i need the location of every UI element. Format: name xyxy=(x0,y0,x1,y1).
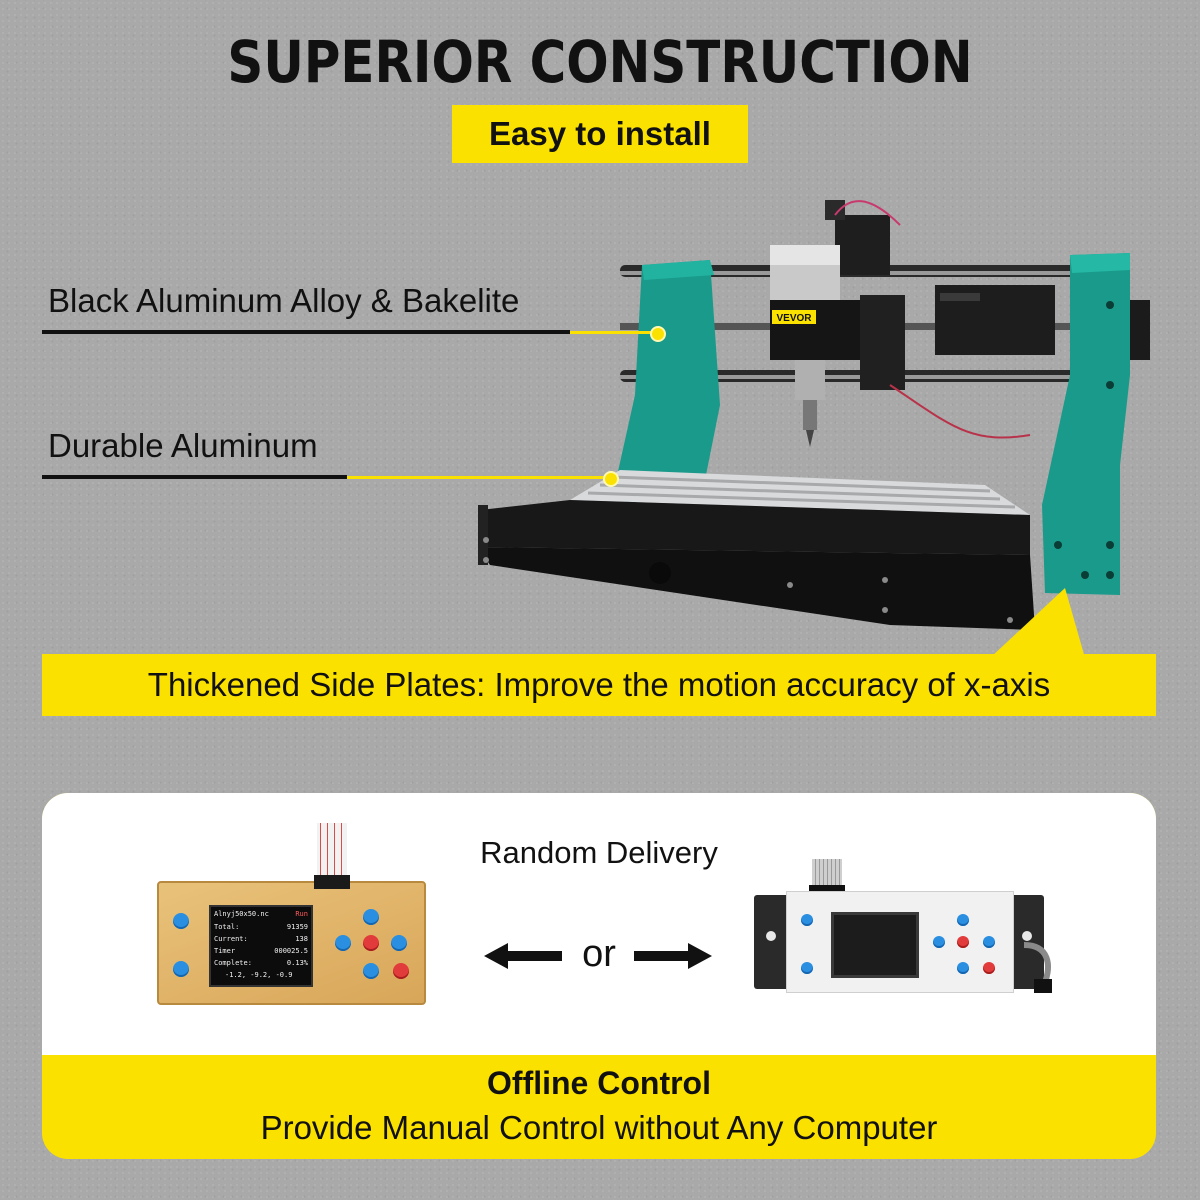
lcd-row-label: Timer xyxy=(214,947,236,955)
callout-underline-middle xyxy=(42,475,347,479)
mounting-hole xyxy=(1022,931,1032,941)
controller-button xyxy=(363,909,379,925)
right-side-plate xyxy=(1042,253,1130,595)
controller-right xyxy=(754,859,1052,993)
side-plate-banner: Thickened Side Plates: Improve the motio… xyxy=(42,654,1156,716)
base-frame xyxy=(478,500,1035,630)
cable-connector xyxy=(314,875,350,889)
banner-connector xyxy=(990,588,1085,658)
lcd-status: Run xyxy=(295,910,308,918)
lcd-row-value: 91359 xyxy=(286,923,308,931)
offline-control-title: Offline Control xyxy=(487,1065,711,1101)
lcd-row-label: Current: xyxy=(214,935,248,943)
mounting-hole xyxy=(766,931,776,941)
controller-button xyxy=(801,914,813,926)
controller-lcd: Alnyj50x50.nc Run Total: 91359 Current: … xyxy=(209,905,313,987)
lcd-filename: Alnyj50x50.nc xyxy=(214,910,269,918)
callout-label-top: Black Aluminum Alloy & Bakelite xyxy=(48,282,520,319)
cnc-machine-illustration: VEVOR xyxy=(478,200,1150,630)
controller-button xyxy=(801,962,813,974)
ribbon-cable xyxy=(317,823,347,885)
lcd-row-label: Total: xyxy=(214,923,240,931)
controller-button xyxy=(957,936,969,948)
callout-underline-top xyxy=(42,330,570,334)
or-label: or xyxy=(582,933,616,975)
spindle-assembly: VEVOR xyxy=(770,200,1031,447)
controller-button xyxy=(335,935,351,951)
callout-label-middle: Durable Aluminum xyxy=(48,427,318,464)
right-arrow-icon xyxy=(634,943,712,969)
brand-label: VEVOR xyxy=(776,313,812,324)
controller-button xyxy=(391,935,407,951)
controller-left: Alnyj50x50.nc Run Total: 91359 Current: … xyxy=(157,823,426,1005)
page-title: SUPERIOR CONSTRUCTION xyxy=(227,28,973,96)
lcd-row-value: 0.13% xyxy=(286,959,308,967)
controller-button xyxy=(363,935,379,951)
callout-leader-top xyxy=(570,331,654,334)
left-side-plate xyxy=(615,260,720,505)
random-delivery-label: Random Delivery xyxy=(480,835,718,870)
callout-leader-middle xyxy=(347,476,609,479)
left-arrow-icon xyxy=(484,943,562,969)
controller-button xyxy=(983,936,995,948)
callout-dot-middle xyxy=(603,471,619,487)
subtitle-badge: Easy to install xyxy=(452,105,748,163)
offline-control-panel: Random Delivery or Alnyj50x50.nc Run Tot… xyxy=(42,793,1156,1159)
controller-button xyxy=(363,963,379,979)
lcd-row-value: 000025.5 xyxy=(274,947,308,955)
lcd-row-label: Complete: xyxy=(214,959,252,967)
controller-button xyxy=(957,962,969,974)
controller-screen xyxy=(831,912,919,978)
callout-dot-top xyxy=(650,326,666,342)
offline-control-description: Provide Manual Control without Any Compu… xyxy=(260,1109,938,1146)
stepper-motor xyxy=(1130,300,1150,360)
lcd-coords: -1.2, -9.2, -0.9 xyxy=(225,971,293,979)
controller-button xyxy=(393,963,409,979)
controller-button xyxy=(933,936,945,948)
controller-button xyxy=(957,914,969,926)
controller-button xyxy=(983,962,995,974)
lcd-row-value: 138 xyxy=(295,935,308,943)
side-cable xyxy=(1024,942,1052,993)
controller-button xyxy=(173,913,189,929)
controller-button xyxy=(173,961,189,977)
controller-faceplate xyxy=(786,891,1014,993)
